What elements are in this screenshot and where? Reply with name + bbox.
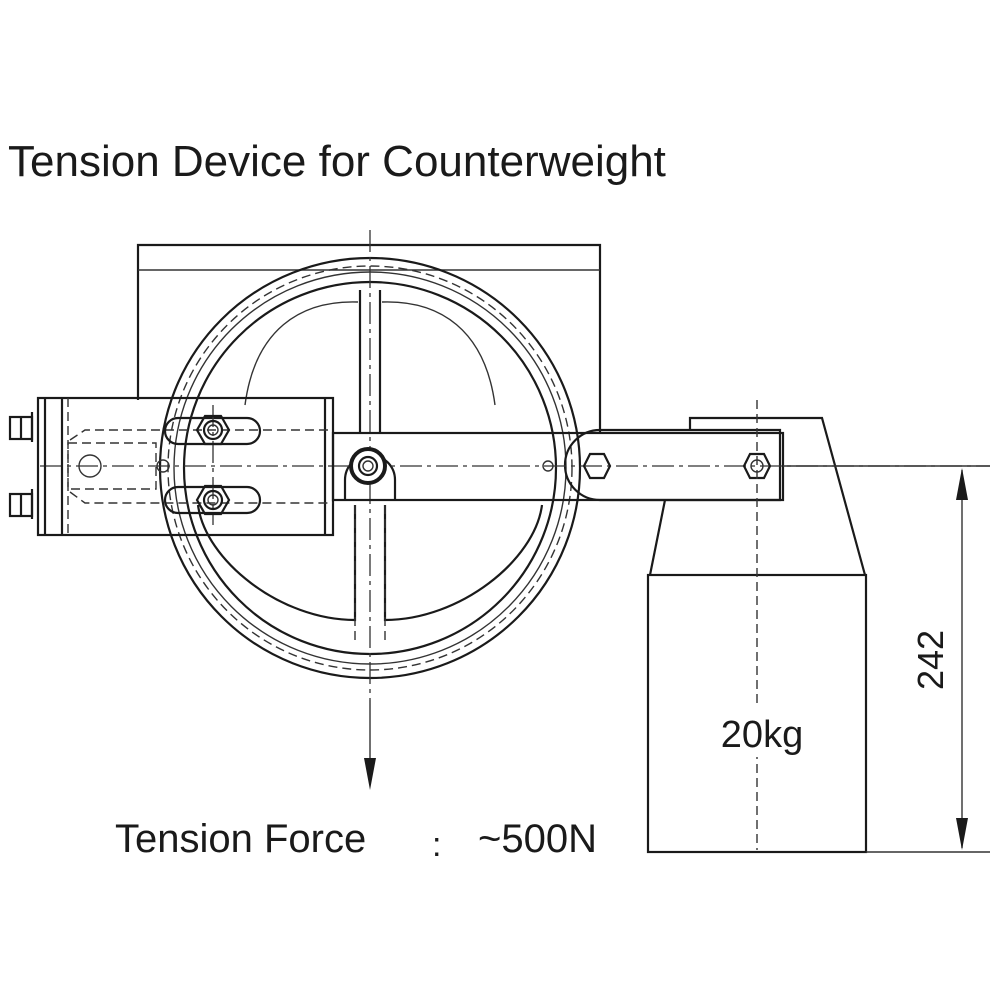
- force-arrow: [364, 700, 376, 790]
- back-plate: [136, 243, 602, 432]
- force-label: Tension Force: [115, 817, 366, 861]
- force-separator: :: [432, 826, 441, 864]
- nut-icon: [582, 452, 612, 480]
- force-value: ~500N: [478, 817, 597, 861]
- nut-icon: [349, 447, 387, 485]
- dimension-242: 242: [783, 465, 990, 853]
- lever-arm: [40, 428, 990, 502]
- weight-label: 20kg: [721, 714, 803, 756]
- dimension-label: 242: [910, 630, 951, 690]
- bolt-icon: [8, 412, 34, 442]
- bolt-icon: [8, 489, 34, 519]
- pivot-hole: [542, 460, 554, 472]
- nut-icon: [195, 484, 231, 516]
- nut-icon: [195, 414, 231, 446]
- counterweight: 20kg: [646, 400, 868, 854]
- diagram-title: Tension Device for Counterweight: [8, 137, 666, 186]
